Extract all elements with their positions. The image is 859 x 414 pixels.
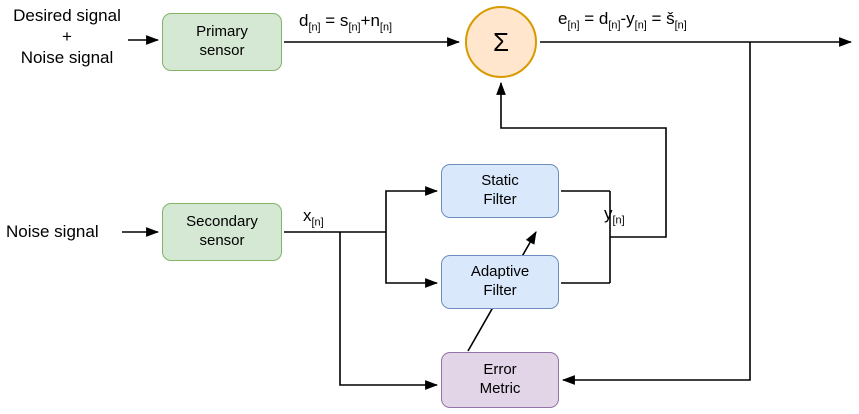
edge-x-to-static — [385, 186, 439, 232]
error-metric-node: Error Metric — [441, 352, 559, 408]
sigma-symbol: Σ — [492, 26, 510, 57]
label-x-signal: x[n] — [303, 206, 324, 229]
static-filter-node: Static Filter — [441, 164, 559, 218]
edge-y-to-sum — [496, 81, 667, 238]
edge-error-feedback — [561, 42, 751, 385]
label-d-signal: d[n] = s[n]+n[n] — [299, 11, 393, 34]
adaptive-filter-node: Adaptive Filter — [441, 255, 559, 309]
label-noise-input: Noise signal — [6, 222, 99, 241]
edge-x-to-error — [339, 232, 439, 390]
label-desired-plus-noise-input: Desired signal + Noise signal — [13, 6, 121, 67]
label-y-signal: y[n] — [604, 204, 625, 227]
secondary-sensor-node: Secondary sensor — [162, 203, 282, 261]
summation-node: Σ — [465, 6, 537, 78]
edge-x-to-adaptive — [385, 232, 439, 288]
primary-sensor-node: Primary sensor — [162, 13, 282, 71]
label-e-signal: e[n] = d[n]-y[n] = š[n] — [558, 9, 687, 32]
